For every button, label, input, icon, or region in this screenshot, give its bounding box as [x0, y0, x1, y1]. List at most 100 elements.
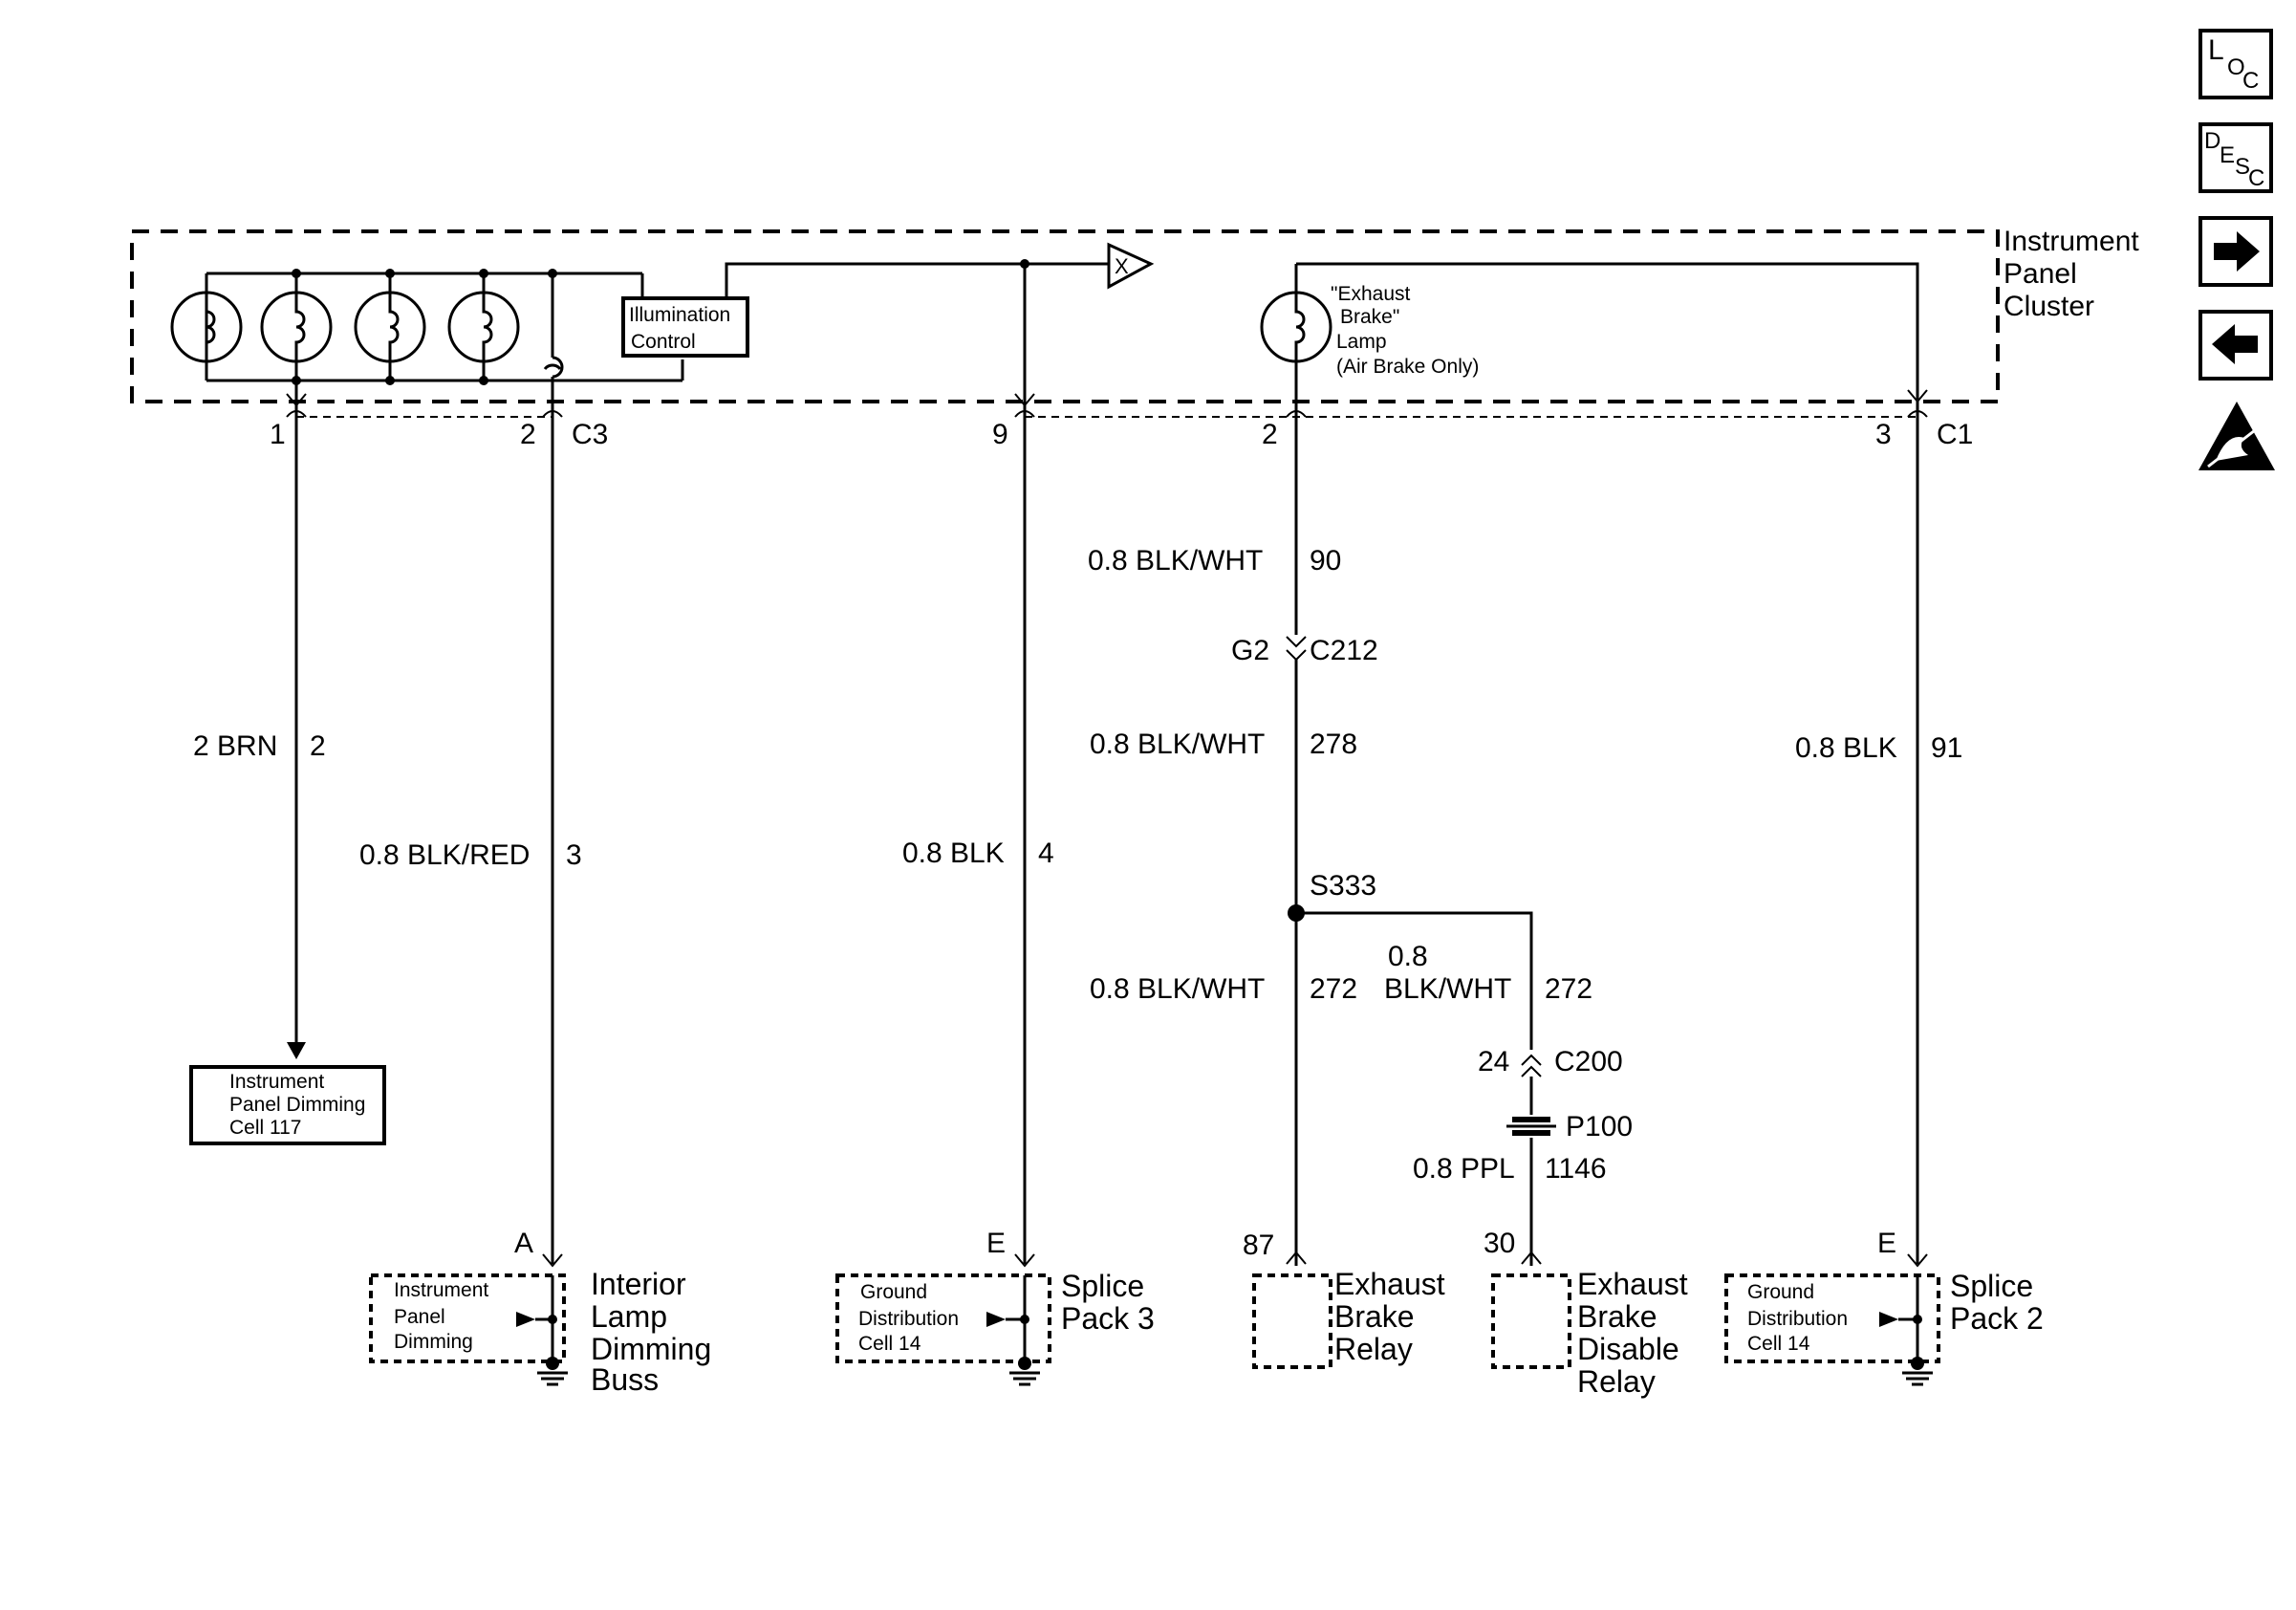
nav-next-button[interactable]	[2199, 216, 2273, 287]
pin-9-label: 9	[992, 419, 1008, 450]
wire-bw272b-size-b: BLK/WHT	[1384, 973, 1511, 1005]
disable-label-line3: Disable	[1577, 1332, 1679, 1366]
splice-pack-3: Ground Distribution Cell 14 Splice Pack …	[835, 1269, 1155, 1386]
buss-inner-line1: Instrument	[394, 1279, 488, 1301]
wire-brn-circuit: 2	[310, 730, 326, 762]
gd1-label-line1: Splice	[1061, 1269, 1144, 1303]
connector-c3-label: C3	[572, 419, 608, 450]
wire-bw272a-size: 0.8 BLK/WHT	[1090, 973, 1265, 1005]
ground-symbol-3	[1902, 1357, 1933, 1386]
buss-label-line4: Buss	[591, 1362, 659, 1397]
buss-label-line3: Dimming	[591, 1332, 711, 1366]
gd2-inner-line3: Cell 14	[1747, 1333, 1810, 1355]
nav-desc-button[interactable]: D E S C	[2199, 122, 2273, 193]
buss-label-line1: Interior	[591, 1267, 686, 1301]
buss-inner-line2: Panel	[394, 1306, 445, 1328]
arrow-left-icon	[2212, 324, 2258, 364]
buss-inner-line3: Dimming	[394, 1331, 473, 1353]
disable-label-line2: Brake	[1577, 1299, 1657, 1334]
wire-circuit-3: 0.8 BLK/RED 3	[359, 269, 582, 1268]
illumination-control: Illumination Control	[621, 259, 1109, 358]
ipdimming-line2: Panel Dimming	[229, 1094, 365, 1116]
exhaust-brake-disable-relay: Exhaust Brake Disable Relay	[1491, 1267, 1688, 1399]
wire-circuit-2: 2 BRN 2	[193, 381, 326, 1059]
relay-label-line2: Brake	[1334, 1299, 1415, 1334]
relay-label-line3: Relay	[1334, 1332, 1413, 1366]
gd1-inner-line1: Ground	[860, 1281, 927, 1303]
wire-blk91-circuit: 91	[1931, 732, 1962, 764]
wire-ppl-size: 0.8 PPL	[1413, 1153, 1515, 1185]
nav-prev-button[interactable]	[2199, 310, 2273, 381]
cluster-name-line2: Panel	[2004, 258, 2077, 290]
dimming-lamp-bank	[170, 269, 684, 385]
loc-letter-l: L	[2208, 34, 2224, 66]
wire-bw272b-size-a: 0.8	[1388, 941, 1428, 972]
wire-circuit-91: 0.8 BLK 91	[1795, 389, 1962, 1268]
desc-letter-c: C	[2248, 165, 2264, 191]
c200-name: C200	[1554, 1046, 1623, 1077]
lamp-label-line1: "Exhaust	[1331, 283, 1410, 305]
c200-pin: 24	[1478, 1046, 1509, 1077]
lamp-bulb-3	[354, 269, 426, 385]
pin-2-c3-label: 2	[520, 419, 536, 450]
c212-pin: G2	[1231, 635, 1269, 666]
p100-passthrough	[1506, 1117, 1556, 1136]
ipdimming-line3: Cell 117	[229, 1117, 302, 1139]
gd2-inner-line1: Ground	[1747, 1281, 1814, 1303]
relay-pin-87: 87	[1243, 1229, 1274, 1261]
gd1-inner-line3: Cell 14	[858, 1333, 921, 1355]
p100-label: P100	[1566, 1111, 1633, 1142]
lamp-bulb-2	[260, 269, 333, 385]
lamp-bulb-4	[447, 269, 520, 385]
wire-bw90-circuit: 90	[1310, 545, 1341, 577]
lamp-label-line4: (Air Brake Only)	[1336, 356, 1479, 378]
buss-label-line2: Lamp	[591, 1299, 667, 1334]
wire-circuit-272-1146: 0.8 BLK/WHT 272 24 C200 P100 0.8 PPL 114…	[1384, 941, 1633, 1266]
wire-blkred-size: 0.8 BLK/RED	[359, 839, 530, 871]
gd1-inner-line2: Distribution	[858, 1308, 959, 1330]
buss-pin-a: A	[514, 1228, 533, 1259]
wire-circuit-4: 0.8 BLK 4	[902, 264, 1054, 1268]
ipdimming-line1: Instrument	[229, 1071, 324, 1093]
wire-bw272b-circuit: 272	[1545, 973, 1592, 1005]
gd2-inner-line2: Distribution	[1747, 1308, 1848, 1330]
cluster-name-line3: Cluster	[2004, 291, 2094, 322]
disable-label-line1: Exhaust	[1577, 1267, 1688, 1301]
disable-label-line4: Relay	[1577, 1364, 1656, 1399]
splice-s333-label: S333	[1310, 870, 1376, 902]
wire-circuit-90-278-272: 0.8 BLK/WHT 90 G2 C212 0.8 BLK/WHT 278 S…	[1088, 400, 1533, 1266]
wire-blkred-circuit: 3	[566, 839, 582, 871]
ground-symbol-1	[537, 1357, 568, 1386]
nav-loc-button[interactable]: L O C	[2199, 29, 2273, 99]
wire-blk91-size: 0.8 BLK	[1795, 732, 1897, 764]
output-x-label: X	[1115, 254, 1129, 278]
wire-bw278-size: 0.8 BLK/WHT	[1090, 729, 1265, 760]
pin-1-label: 1	[270, 419, 286, 450]
splice2-pin-e: E	[1877, 1228, 1896, 1259]
pin-2-c1-label: 2	[1262, 419, 1278, 450]
gd1-label-line2: Pack 3	[1061, 1301, 1155, 1336]
splice-pack-2: Ground Distribution Cell 14 Splice Pack …	[1724, 1269, 2044, 1386]
gd2-label-line1: Splice	[1950, 1269, 2033, 1303]
connector-c1-label: C1	[1937, 419, 1973, 450]
splice3-pin-e: E	[986, 1228, 1006, 1259]
pin-3-label: 3	[1875, 419, 1892, 450]
output-x-symbol: X	[1107, 242, 1155, 290]
desc-letter-d: D	[2204, 128, 2220, 154]
desc-letter-e: E	[2220, 142, 2235, 168]
loc-letter-o: O	[2227, 54, 2245, 80]
lamp-label-line2: Brake"	[1340, 306, 1399, 328]
wire-bw278-circuit: 278	[1310, 729, 1357, 760]
esd-warning-icon[interactable]	[2199, 402, 2275, 470]
exhaust-brake-lamp: "Exhaust Brake" Lamp (Air Brake Only)	[1260, 262, 1919, 402]
disable-pin-30: 30	[1484, 1228, 1515, 1259]
lamp-bulb-1	[170, 291, 243, 363]
wire-blk4-size: 0.8 BLK	[902, 838, 1005, 869]
wire-blk4-circuit: 4	[1038, 838, 1054, 869]
illumination-control-line1: Illumination	[629, 304, 730, 326]
instrument-panel-dimming-cell: Instrument Panel Dimming Cell 117	[189, 1065, 386, 1145]
wire-brn-size: 2 BRN	[193, 730, 277, 762]
gd2-label-line2: Pack 2	[1950, 1301, 2044, 1336]
lamp-label-line3: Lamp	[1336, 331, 1387, 353]
